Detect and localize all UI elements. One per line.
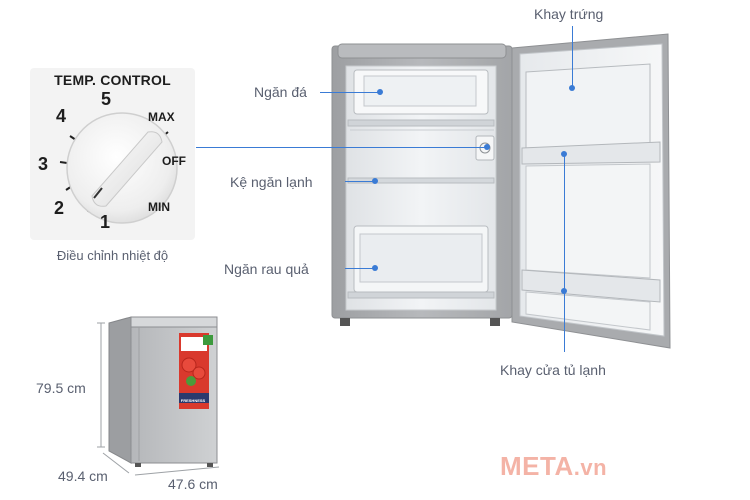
callout-dot-crisper: [372, 265, 378, 271]
label-crisper: Ngăn rau quả: [224, 261, 309, 277]
dial-min-label: MIN: [148, 200, 170, 214]
callout-line-door-tray: [564, 154, 565, 352]
callout-line-dial: [196, 147, 486, 148]
callout-dot-door-tray-upper: [561, 151, 567, 157]
callout-dot-dial: [484, 144, 490, 150]
dial-number-3: 3: [38, 154, 49, 174]
open-refrigerator-image: [331, 33, 671, 349]
callout-dot-door-tray-lower: [561, 288, 567, 294]
callout-line-crisper: [345, 268, 375, 269]
dimension-height: 79.5 cm: [36, 380, 86, 396]
callout-dot-shelf: [372, 178, 378, 184]
label-door-tray: Khay cửa tủ lạnh: [500, 362, 606, 378]
dimension-width: 47.6 cm: [168, 476, 218, 492]
closed-refrigerator-image: [97, 316, 220, 476]
callout-line-ice: [320, 92, 380, 93]
callout-line-egg-tray: [572, 26, 573, 88]
dial-number-2: 2: [54, 198, 65, 218]
label-fridge-shelf: Kệ ngăn lạnh: [230, 174, 313, 190]
dial-number-1: 1: [100, 212, 111, 232]
sticker-freshness: FRESHNESS: [180, 398, 206, 403]
dial-number-4: 4: [56, 106, 67, 126]
callout-dot-egg-tray: [569, 85, 575, 91]
temp-control-dial-panel: TEMP. CONTROL 5 4 3: [30, 68, 195, 240]
callout-line-shelf: [345, 181, 375, 182]
dial-knob-graphic: [59, 112, 178, 224]
brand-suffix: .vn: [573, 455, 608, 480]
dial-number-5: 5: [101, 89, 112, 109]
dimension-depth: 49.4 cm: [58, 468, 108, 484]
dial-caption: Điều chỉnh nhiệt độ: [56, 248, 169, 263]
label-ice-compartment: Ngăn đá: [254, 84, 307, 100]
brand-name: META: [500, 451, 574, 481]
label-egg-tray: Khay trứng: [534, 6, 604, 22]
dial-off-label: OFF: [162, 154, 186, 168]
callout-dot-ice: [377, 89, 383, 95]
meta-logo: META.vn: [500, 451, 607, 482]
dial-max-label: MAX: [148, 110, 175, 124]
dial-title: TEMP. CONTROL: [54, 72, 171, 88]
